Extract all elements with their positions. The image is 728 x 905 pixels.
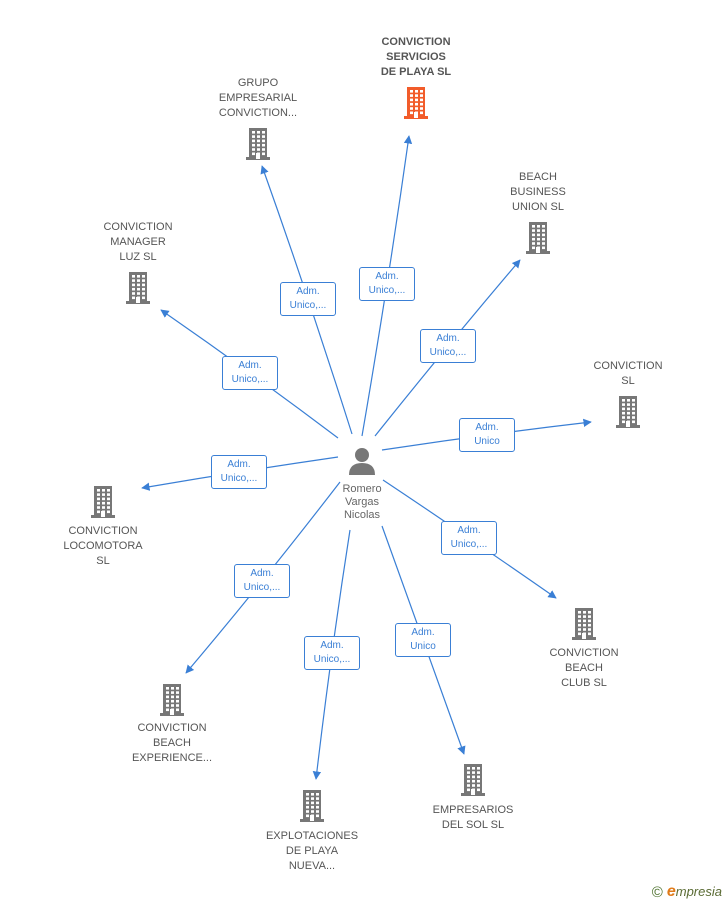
edge-label-conviction-beach-experience[interactable]: Adm. Unico,...	[234, 564, 290, 598]
building-icon	[526, 222, 550, 254]
building-icon	[126, 272, 150, 304]
edge-label-grupo-empresarial[interactable]: Adm. Unico,...	[280, 282, 336, 316]
brand-initial: e	[666, 883, 676, 900]
building-icon	[572, 608, 596, 640]
edge-label-conviction-manager[interactable]: Adm. Unico,...	[222, 356, 278, 390]
company-label[interactable]: CONVICTION BEACH CLUB SL	[549, 647, 619, 689]
building-icon	[404, 87, 428, 119]
person-label[interactable]: Romero Vargas Nicolas	[342, 483, 382, 521]
company-label[interactable]: CONVICTION MANAGER LUZ SL	[103, 221, 173, 263]
brand-footer: © empresia	[652, 883, 722, 901]
company-label[interactable]: GRUPO EMPRESARIAL CONVICTION...	[218, 77, 298, 119]
brand-name: mpresia	[675, 884, 722, 899]
company-label[interactable]: CONVICTION SL	[593, 360, 663, 387]
edge-label-conviction-sl[interactable]: Adm. Unico	[459, 418, 515, 452]
company-label[interactable]: CONVICTION SERVICIOS DE PLAYA SL	[380, 36, 452, 78]
company-label[interactable]: EXPLOTACIONES DE PLAYA NUEVA...	[265, 830, 359, 872]
company-label[interactable]: EMPRESARIOS DEL SOL SL	[432, 804, 514, 831]
building-icon	[461, 764, 485, 796]
edge-label-conviction-locomotora[interactable]: Adm. Unico,...	[211, 455, 267, 489]
edge-label-empresarios-del-sol[interactable]: Adm. Unico	[395, 623, 451, 657]
person-icon	[349, 448, 375, 475]
edge-label-explotaciones-playa[interactable]: Adm. Unico,...	[304, 636, 360, 670]
copyright-icon: ©	[651, 883, 663, 901]
building-icon	[616, 396, 640, 428]
company-label[interactable]: CONVICTION BEACH EXPERIENCE...	[131, 722, 213, 764]
edge-label-conviction-beach-club[interactable]: Adm. Unico,...	[441, 521, 497, 555]
company-label[interactable]: CONVICTION LOCOMOTORA SL	[63, 525, 143, 567]
building-icon	[91, 486, 115, 518]
company-label[interactable]: BEACH BUSINESS UNION SL	[510, 171, 566, 213]
building-icon	[160, 684, 184, 716]
edge-label-conviction-servicios[interactable]: Adm. Unico,...	[359, 267, 415, 301]
edge-label-beach-business[interactable]: Adm. Unico,...	[420, 329, 476, 363]
building-icon	[300, 790, 324, 822]
building-icon	[246, 128, 270, 160]
